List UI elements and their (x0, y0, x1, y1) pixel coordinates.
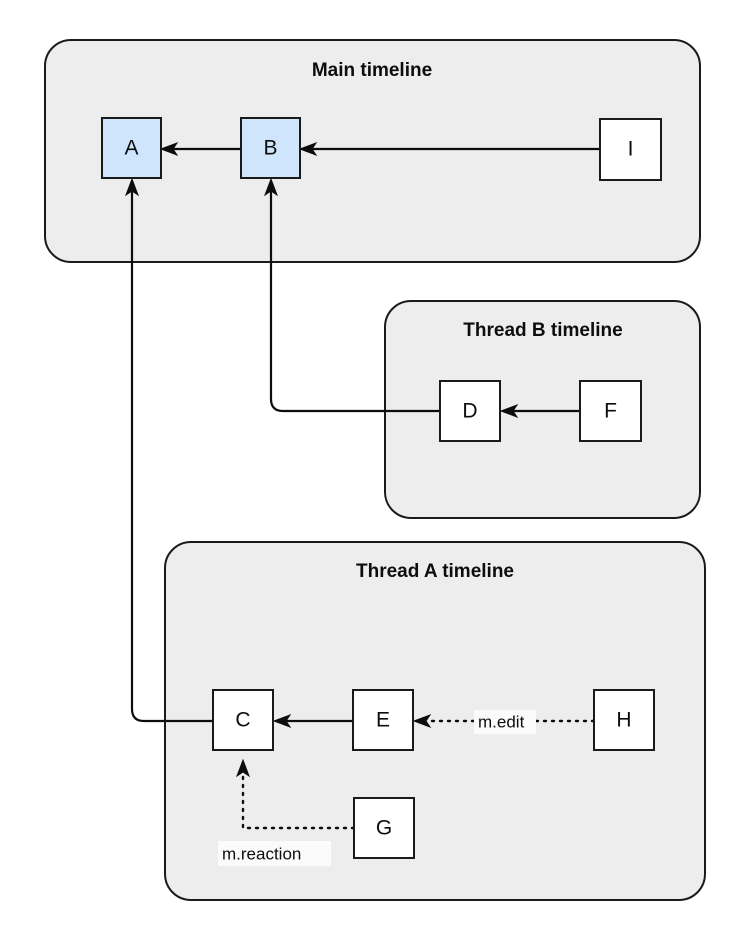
node-c[interactable]: C (212, 689, 274, 751)
container-main-timeline[interactable]: Main timeline (44, 39, 701, 263)
node-g[interactable]: G (353, 797, 415, 859)
edge-d-to-b-line (269, 191, 440, 413)
node-g-rect (353, 797, 415, 859)
edge-label-m-reaction-bg (218, 841, 331, 866)
container-thread-a-timeline-title: Thread A timeline (356, 561, 514, 582)
container-thread-b-timeline-rect (384, 300, 701, 519)
container-thread-b-timeline-title: Thread B timeline (463, 320, 622, 341)
edge-e-to-c[interactable] (272, 713, 353, 729)
node-a-rect (101, 117, 162, 179)
edge-label-m-edit-text: m.edit (478, 712, 525, 731)
node-c-label: C (235, 709, 250, 732)
node-g-label: G (376, 817, 392, 840)
node-i-label: I (628, 138, 634, 161)
node-b-label: B (263, 137, 277, 160)
node-d-rect (439, 380, 501, 442)
container-main-timeline-rect (44, 39, 701, 263)
edge-b-to-a-arrowhead (159, 141, 179, 157)
edge-g-to-c-line (241, 771, 356, 830)
node-f-label: F (604, 400, 617, 423)
node-d-label: D (462, 400, 477, 423)
node-a[interactable]: A (101, 117, 162, 179)
edge-d-to-b-arrowhead (263, 177, 279, 197)
edge-c-to-a-arrowhead (124, 177, 140, 197)
edge-i-to-b-arrowhead (298, 141, 318, 157)
node-h[interactable]: H (593, 689, 655, 751)
edge-label-m-edit-bg (474, 710, 536, 734)
edge-g-to-c[interactable] (235, 758, 356, 830)
edge-label-m-edit: m.edit (474, 710, 536, 734)
node-e-label: E (376, 709, 390, 732)
node-b[interactable]: B (240, 117, 301, 179)
edge-d-to-b[interactable] (263, 177, 440, 413)
edge-f-to-d-arrowhead (499, 403, 519, 419)
edge-c-to-a-line (130, 191, 213, 723)
container-main-timeline-title: Main timeline (312, 60, 432, 81)
node-i-rect (599, 118, 662, 181)
node-e[interactable]: E (352, 689, 414, 751)
node-f[interactable]: F (579, 380, 642, 442)
edge-label-m-reaction: m.reaction (218, 841, 331, 866)
node-i[interactable]: I (599, 118, 662, 181)
node-f-rect (579, 380, 642, 442)
node-h-rect (593, 689, 655, 751)
edge-h-to-e-arrowhead (412, 713, 432, 729)
edge-i-to-b[interactable] (298, 141, 600, 157)
container-thread-b-timeline[interactable]: Thread B timeline (384, 300, 701, 519)
node-h-label: H (616, 709, 631, 732)
edge-h-to-e[interactable] (412, 713, 596, 729)
node-b-rect (240, 117, 301, 179)
edge-f-to-d[interactable] (499, 403, 580, 419)
edge-b-to-a[interactable] (159, 141, 241, 157)
node-e-rect (352, 689, 414, 751)
node-d[interactable]: D (439, 380, 501, 442)
edge-e-to-c-arrowhead (272, 713, 292, 729)
edge-label-m-reaction-text: m.reaction (222, 844, 301, 863)
node-c-rect (212, 689, 274, 751)
edge-c-to-a[interactable] (124, 177, 213, 723)
edge-g-to-c-arrowhead (235, 758, 251, 778)
node-a-label: A (124, 137, 138, 160)
